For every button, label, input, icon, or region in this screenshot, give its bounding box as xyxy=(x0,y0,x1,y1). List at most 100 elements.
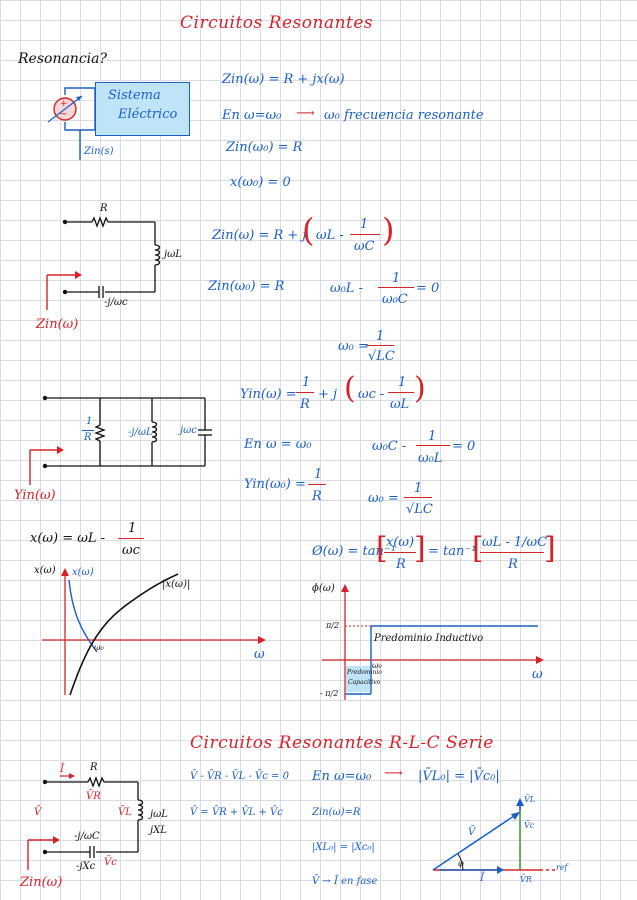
block2-eq4-num: 1 xyxy=(376,329,385,344)
zin-label-2: Zin(ω) xyxy=(20,875,63,890)
reactance-curve xyxy=(68,579,98,653)
zin-s-label: Zin(s) xyxy=(84,146,114,157)
block1-eq3: Zin(ω₀) = R xyxy=(226,140,303,155)
graph2-w0: ω₀ xyxy=(372,661,382,670)
kvl-eq1: V̄ - V̄R - V̄L - V̄c = 0 xyxy=(190,771,289,782)
block3-eq1-num: 1 xyxy=(302,375,311,390)
phase-curve xyxy=(345,625,538,695)
graph2-x-label: ω xyxy=(532,667,543,682)
graph2-eq-num2: ωL - 1/ωC xyxy=(482,535,548,550)
block1-eq2a: En ω=ω₀ xyxy=(222,108,282,123)
phasor-vc: V̄c xyxy=(524,821,535,830)
block3-eq5-left: ω₀ = xyxy=(368,491,399,506)
block1-eq4: x(ω₀) = 0 xyxy=(230,175,291,190)
block2-eq1-num: 1 xyxy=(360,217,369,232)
series-circuit-1 xyxy=(65,216,161,298)
box-line1: Sistema xyxy=(108,88,161,103)
block2-eq3-den: ω₀C xyxy=(382,292,408,307)
block3-eq3-left: ω₀C - xyxy=(372,439,407,454)
l-label-1: jωL xyxy=(164,249,182,260)
graph2-cap2: Capacitivo xyxy=(348,679,381,686)
r-den: R xyxy=(84,432,92,443)
graph2-axes xyxy=(322,588,540,700)
block2-eq1-left: Zin(ω) = R + j xyxy=(212,228,307,243)
block3-eq1-den2: ωL xyxy=(390,397,410,412)
section-title: Circuitos Resonantes R-L-C Serie xyxy=(190,733,494,753)
block3-eq1-left: Yin(ω) = xyxy=(240,387,297,402)
l-label-3a: jωL xyxy=(150,809,168,820)
phasor-v: V̄ xyxy=(468,827,476,838)
phasor-phi: φ xyxy=(458,859,464,868)
block2-eq4-den: √LC xyxy=(368,349,395,364)
block3-eq1-mid: + j xyxy=(318,387,338,402)
question-label: Resonancia? xyxy=(18,51,107,67)
phasor-diagram xyxy=(432,800,555,871)
zin-label-1: Zin(ω) xyxy=(36,317,79,332)
phasor-vl: V̄L xyxy=(524,795,536,804)
graph1-curve-label1: x(ω) xyxy=(72,567,94,578)
c-label-3a: -j/ωC xyxy=(74,831,100,842)
graph2-cap1: Predominio xyxy=(347,669,382,676)
abs-reactance-curve xyxy=(69,573,179,696)
graph1-y-label: x(ω) xyxy=(34,565,56,576)
l-label-2: -j/ωL xyxy=(128,427,153,438)
block3-eq5-den: √LC xyxy=(406,502,433,517)
phasor-vr: V̄R xyxy=(520,875,532,884)
system-box xyxy=(95,82,190,136)
block2-eq2: Zin(ω₀) = R xyxy=(208,279,285,294)
block3-eq1-den: R xyxy=(300,397,310,412)
r-label-2: R xyxy=(90,762,98,773)
c-label-2: jωc xyxy=(180,425,197,436)
r-num: 1 xyxy=(86,416,93,427)
arrow-glyph: ⟶ xyxy=(296,106,315,121)
block3-eq4-left: Yin(ω₀) = xyxy=(244,477,306,492)
graph2-eq-num: x(ω) xyxy=(386,535,415,550)
block2-eq1-wl: ωL - xyxy=(316,228,344,243)
graph2-pos: π/2 xyxy=(326,621,340,630)
res-eq1b: |V̄L₀| = |V̄c₀| xyxy=(418,769,500,784)
graph1-eq-left: x(ω) = ωL - xyxy=(30,531,105,546)
block1-eq1: Zin(ω) = R + jx(ω) xyxy=(222,72,345,87)
graph1-curve-label2: |x(ω)| xyxy=(162,579,191,590)
res-eq4: V̄ → Ī en fase xyxy=(312,876,378,887)
l-label-3b: jXL xyxy=(150,825,167,836)
res-eq1: En ω=ω₀ xyxy=(312,769,372,784)
phasor-ref: ref xyxy=(556,863,568,872)
block3-eq4-num: 1 xyxy=(314,467,323,482)
graph2-eq-den2: R xyxy=(508,557,518,572)
res-eq2: Zin(ω)=R xyxy=(312,807,361,818)
graph2-eq-den: R xyxy=(396,557,406,572)
vc-label: V̄c xyxy=(104,857,117,868)
page-title: Circuitos Resonantes xyxy=(180,13,374,33)
block2-eq4-left: ω₀ = xyxy=(338,339,369,354)
arrow-glyph-2: ⟶ xyxy=(384,766,403,781)
block3-eq2: En ω = ω₀ xyxy=(244,437,312,452)
block3-eq5-num: 1 xyxy=(414,481,423,496)
block3-eq3-den: ω₀L xyxy=(418,451,443,466)
graph2-y-label: ϕ(ω) xyxy=(312,583,335,594)
vl-label: V̄L xyxy=(118,807,132,818)
block2-eq3-num: 1 xyxy=(392,271,401,286)
block3-eq3-num: 1 xyxy=(428,429,437,444)
graph1-w0: ω₀ xyxy=(94,643,104,652)
block2-eq3-left: ω₀L - xyxy=(330,281,363,296)
block1-eq2b: ω₀ frecuencia resonante xyxy=(324,108,484,123)
v-label: V̄ xyxy=(34,807,42,818)
parallel-circuit xyxy=(45,397,212,467)
phasor-i: Ī xyxy=(480,873,484,884)
i-label: Ī xyxy=(60,764,64,775)
block3-eq1-num2: 1 xyxy=(398,375,407,390)
res-eq3: |XL₀| = |Xc₀| xyxy=(312,842,375,853)
c-label-1: -j/ωc xyxy=(104,297,128,308)
box-line2: Eléctrico xyxy=(118,107,178,122)
graph2-eq-mid: = tan⁻¹ xyxy=(428,544,477,559)
graph2-ind: Predominio Inductivo xyxy=(374,633,484,644)
graph1-eq-num: 1 xyxy=(128,521,137,536)
graph1-eq-den: ωc xyxy=(122,543,140,558)
block3-eq3-right: = 0 xyxy=(452,439,476,454)
block2-eq1-den: ωC xyxy=(354,239,375,254)
graph2-neg: - π/2 xyxy=(320,689,339,698)
graph1-x-label: ω xyxy=(254,647,265,662)
graph1-axes xyxy=(42,572,262,695)
